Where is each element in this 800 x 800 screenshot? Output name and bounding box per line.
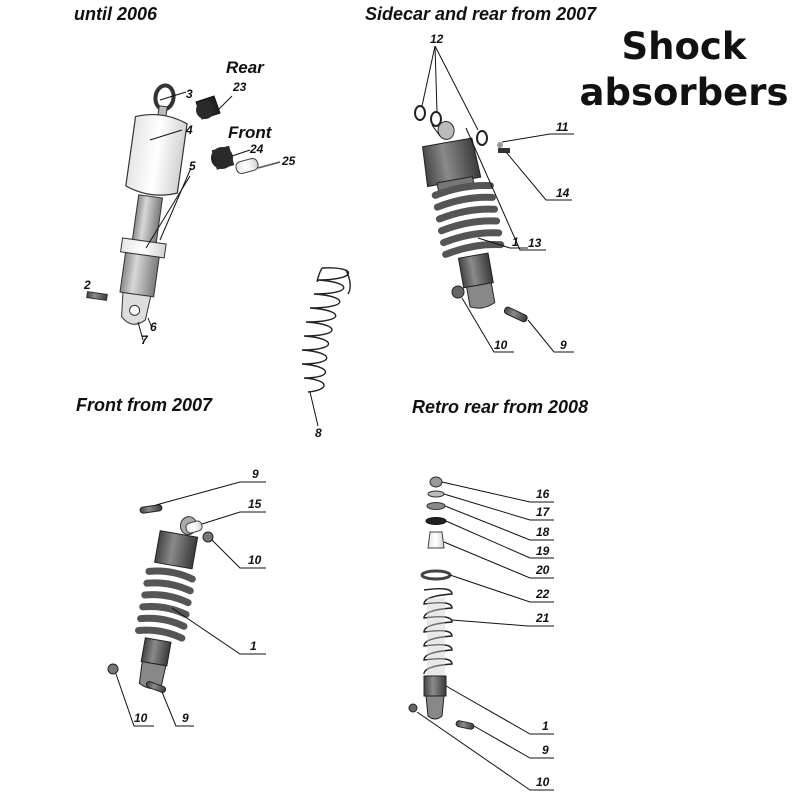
part-number-7: 7 (141, 333, 149, 347)
part-number-14: 14 (556, 186, 570, 200)
title-line-1: Shock (621, 25, 747, 68)
part-number-15: 15 (248, 497, 262, 511)
part-number-9-front-top: 9 (252, 467, 259, 481)
part-number-8: 8 (315, 426, 322, 440)
page-title: Shock absorbers (566, 24, 800, 116)
caption-sidecar-rear-2007: Sidecar and rear from 2007 (365, 4, 597, 24)
part-number-2: 2 (83, 278, 91, 292)
part-number-18: 18 (536, 525, 550, 539)
shock-absorber-retro-rear (408, 476, 475, 730)
part-number-20: 20 (535, 563, 550, 577)
shock-absorber-sidecar-rear (414, 105, 528, 323)
part-number-17: 17 (536, 505, 551, 519)
part-number-22: 22 (535, 587, 550, 601)
coil-spring (301, 267, 351, 427)
part-number-23: 23 (232, 80, 247, 94)
part-number-3: 3 (186, 87, 193, 101)
part-number-13: 13 (528, 236, 542, 250)
part-number-25: 25 (281, 154, 296, 168)
part-number-5: 5 (189, 159, 196, 173)
rubber-bushing-front (211, 145, 235, 170)
caption-retro-rear-2008: Retro rear from 2008 (412, 397, 589, 417)
title-line-2: absorbers (579, 71, 789, 114)
label-front: Front (228, 123, 273, 142)
part-number-12: 12 (430, 32, 444, 46)
shock-absorber-front-2007 (107, 504, 214, 693)
part-number-10-front-bottom: 10 (134, 711, 148, 725)
rubber-bushing-rear (195, 95, 221, 120)
part-number-10-sidecar: 10 (494, 338, 508, 352)
label-rear: Rear (226, 58, 265, 77)
part-number-9-front-bottom: 9 (182, 711, 189, 725)
part-number-19: 19 (536, 544, 550, 558)
caption-until-2006: until 2006 (74, 4, 158, 24)
part-number-1-sidecar: 1 (512, 235, 519, 249)
part-number-9-retro: 9 (542, 743, 549, 757)
part-number-6: 6 (150, 320, 157, 334)
part-number-21: 21 (535, 611, 550, 625)
leader-lines (115, 45, 574, 791)
part-number-24: 24 (249, 142, 264, 156)
part-numbers: 3 4 5 2 6 7 23 24 25 8 12 11 14 13 1 10 … (83, 32, 570, 789)
part-number-10-front-top: 10 (248, 553, 262, 567)
part-number-9-sidecar: 9 (560, 338, 567, 352)
part-number-11: 11 (556, 120, 569, 134)
part-number-1-retro: 1 (542, 719, 549, 733)
part-number-4: 4 (185, 123, 193, 137)
part-number-10-retro: 10 (536, 775, 550, 789)
part-number-16: 16 (536, 487, 550, 501)
shock-absorber-2006 (86, 83, 281, 325)
part-number-1-front: 1 (250, 639, 257, 653)
caption-front-2007: Front from 2007 (76, 395, 213, 415)
